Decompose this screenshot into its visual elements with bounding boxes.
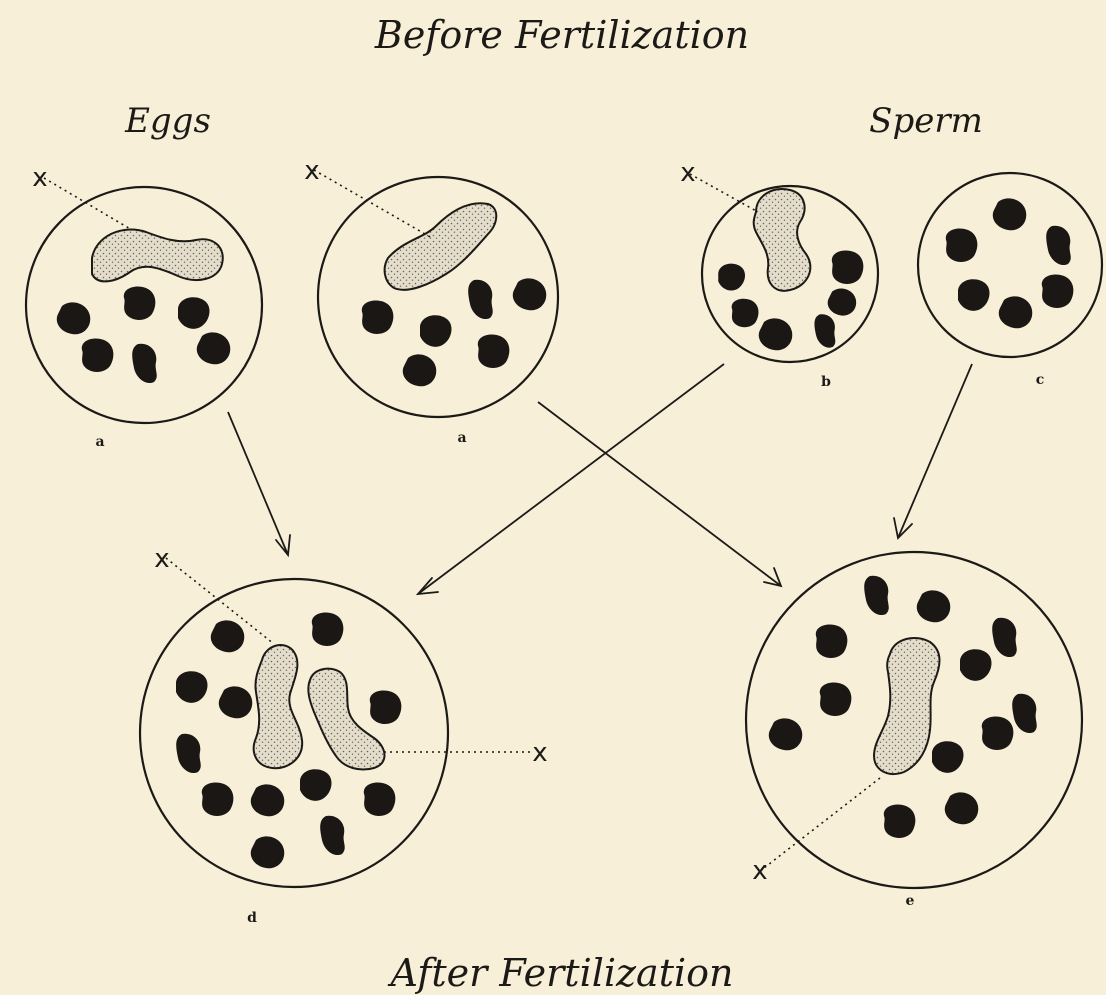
- sperm-cell-c: c: [918, 173, 1102, 388]
- title-before-fertilization: Before Fertilization: [374, 13, 749, 57]
- x-chromosome: [92, 230, 223, 282]
- x-chromosome: [385, 203, 497, 290]
- arrow-sperm-c-to-zygote-e: [894, 364, 972, 538]
- cell-label-b: b: [821, 374, 831, 390]
- title-after-fertilization: After Fertilization: [388, 951, 734, 995]
- zygote-cell-e: x e: [746, 552, 1082, 909]
- cell-label-a1: a: [95, 434, 104, 450]
- cell-label-c: c: [1036, 372, 1045, 388]
- egg-cell-2: x a: [304, 156, 558, 446]
- egg-cell-1: x a: [26, 163, 262, 450]
- cell-label-a2: a: [457, 430, 466, 446]
- x-marker: x: [32, 163, 47, 193]
- chromosome-group: [362, 278, 546, 386]
- cell-label-e: e: [906, 893, 915, 909]
- cell-label-d: d: [247, 910, 257, 926]
- chromosome-group: [946, 198, 1074, 328]
- label-eggs: Eggs: [124, 101, 211, 141]
- fertilization-arrows: [228, 364, 972, 594]
- chromosome-group: [57, 286, 230, 383]
- x-marker: x: [532, 738, 547, 768]
- x-chromosome: [254, 645, 302, 768]
- x-chromosome: [874, 638, 940, 774]
- arrow-egg2-to-zygote-e: [538, 402, 781, 586]
- sperm-cell-b: x b: [680, 158, 878, 390]
- x-chromosome: [754, 189, 811, 291]
- arrow-egg1-to-zygote-d: [228, 412, 290, 555]
- arrow-sperm-b-to-zygote-d: [418, 364, 724, 594]
- label-sperm: Sperm: [869, 101, 983, 141]
- x-marker: x: [752, 856, 767, 886]
- zygote-cell-d: x x d: [140, 544, 548, 926]
- x-marker: x: [680, 158, 695, 188]
- x-marker: x: [304, 156, 319, 186]
- x-marker: x: [154, 544, 169, 574]
